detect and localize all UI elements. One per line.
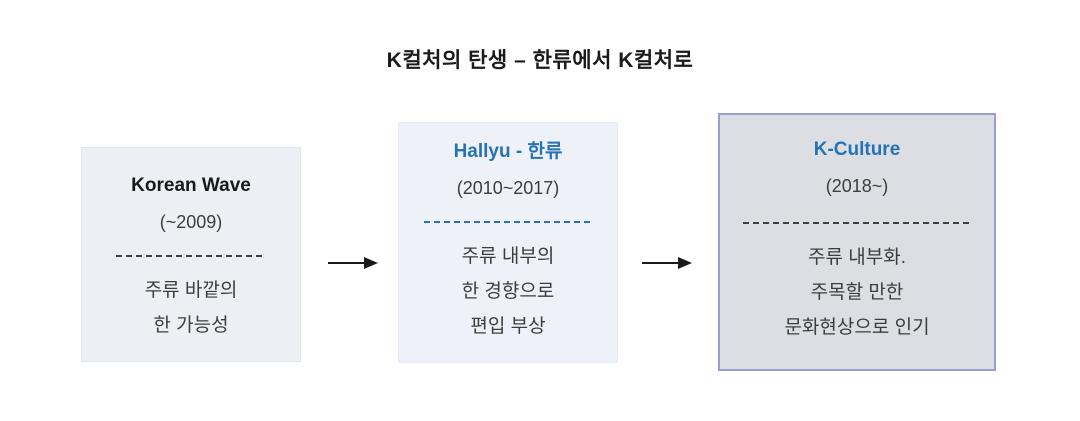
description-line: 주류 바깥의 (144, 280, 238, 301)
dashed-divider (743, 222, 971, 224)
stage-period-korean-wave: (~2009) (159, 212, 223, 232)
arrow-right-icon (642, 255, 692, 271)
description-line: 한 가능성 (153, 315, 229, 336)
stage-description-korean-wave: 주류 바깥의 한 가능성 (82, 273, 300, 343)
stage-description-k-culture: 주류 내부화. 주목할 만한 문화현상으로 인기 (720, 240, 994, 345)
stage-heading-hallyu: Hallyu - 한류 (453, 141, 563, 162)
description-line: 한 경향으로 (461, 281, 555, 302)
stage-box-korean-wave: Korean Wave (~2009) 주류 바깥의 한 가능성 (81, 147, 301, 362)
description-line: 주류 내부의 (461, 246, 555, 267)
stage-description-hallyu: 주류 내부의 한 경향으로 편입 부상 (399, 239, 617, 344)
description-line: 주류 내부화. (808, 247, 906, 268)
description-line: 주목할 만한 (810, 282, 904, 303)
stage-period-k-culture: (2018~) (825, 176, 889, 196)
arrow-right-icon (328, 255, 378, 271)
stage-box-hallyu: Hallyu - 한류 (2010~2017) 주류 내부의 한 경향으로 편입… (398, 122, 618, 363)
stage-period-hallyu: (2010~2017) (456, 178, 560, 198)
dashed-divider (116, 255, 266, 257)
diagram-title: K컬처의 탄생 – 한류에서 K컬처로 (386, 49, 694, 72)
dashed-divider (424, 221, 592, 223)
description-line: 편입 부상 (470, 316, 546, 337)
description-line: 문화현상으로 인기 (784, 317, 930, 338)
stage-heading-k-culture: K-Culture (813, 139, 901, 160)
stage-box-k-culture: K-Culture (2018~) 주류 내부화. 주목할 만한 문화현상으로 … (718, 113, 996, 371)
stage-heading-korean-wave: Korean Wave (131, 175, 251, 196)
